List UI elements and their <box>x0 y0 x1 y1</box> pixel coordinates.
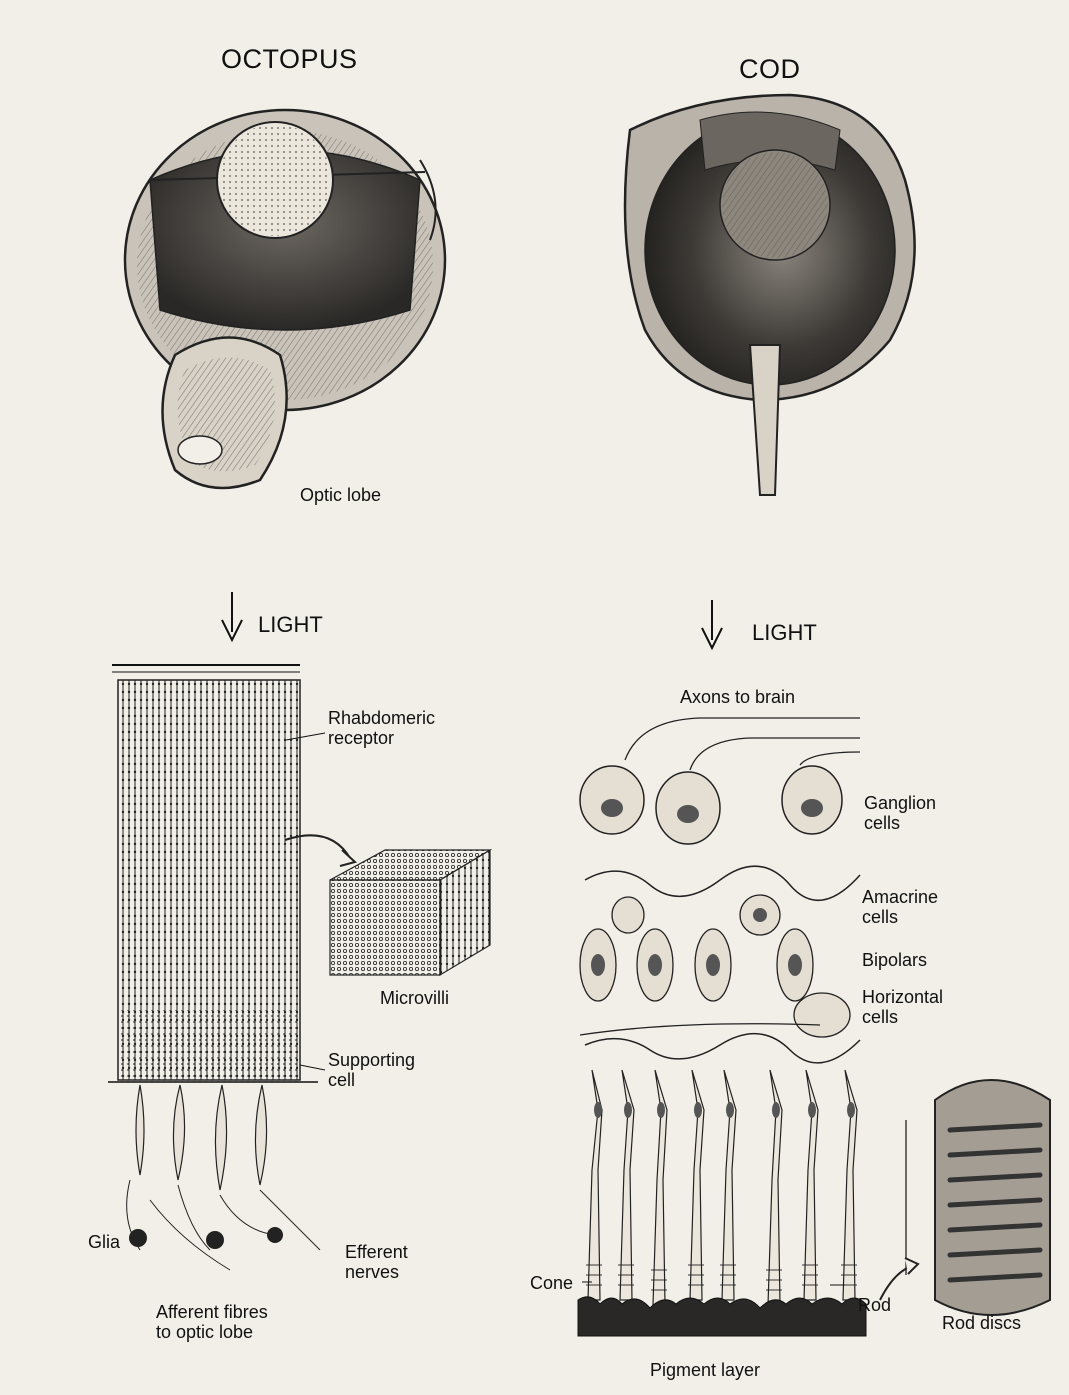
horizontal-cells-label: Horizontal cells <box>862 987 943 1027</box>
supporting-cell-label: Supporting cell <box>328 1050 415 1090</box>
octopus-title: OCTOPUS <box>221 44 358 75</box>
rod-discs-drawing <box>880 1080 1050 1315</box>
optic-lobe-label: Optic lobe <box>300 485 381 505</box>
bipolars-label: Bipolars <box>862 950 927 970</box>
microvilli-drawing <box>285 835 490 975</box>
axons-to-brain-label: Axons to brain <box>680 687 795 707</box>
cod-eye-drawing <box>625 95 915 495</box>
cod-light-label: LIGHT <box>752 620 817 646</box>
ganglion-cells-label: Ganglion cells <box>864 793 936 833</box>
optic-lobe-drawing <box>163 338 287 489</box>
rod-label: Rod <box>858 1295 891 1315</box>
afferent-fibres-label: Afferent fibres to optic lobe <box>156 1302 268 1342</box>
octopus-light-label: LIGHT <box>258 612 323 638</box>
octopus-retina-drawing <box>108 665 320 1270</box>
cone-label: Cone <box>530 1273 573 1293</box>
efferent-nerves-label: Efferent nerves <box>345 1242 408 1282</box>
rod-discs-label: Rod discs <box>942 1313 1021 1333</box>
octopus-light-arrow <box>222 592 242 640</box>
cod-retina-drawing <box>578 718 866 1336</box>
pigment-layer-label: Pigment layer <box>650 1360 760 1380</box>
amacrine-cells-label: Amacrine cells <box>862 887 938 927</box>
microvilli-label: Microvilli <box>380 988 449 1008</box>
rhabdomeric-receptor-label: Rhabdomeric receptor <box>328 708 435 748</box>
cod-light-arrow <box>702 600 722 648</box>
glia-label: Glia <box>88 1232 120 1252</box>
cod-title: COD <box>739 54 801 85</box>
